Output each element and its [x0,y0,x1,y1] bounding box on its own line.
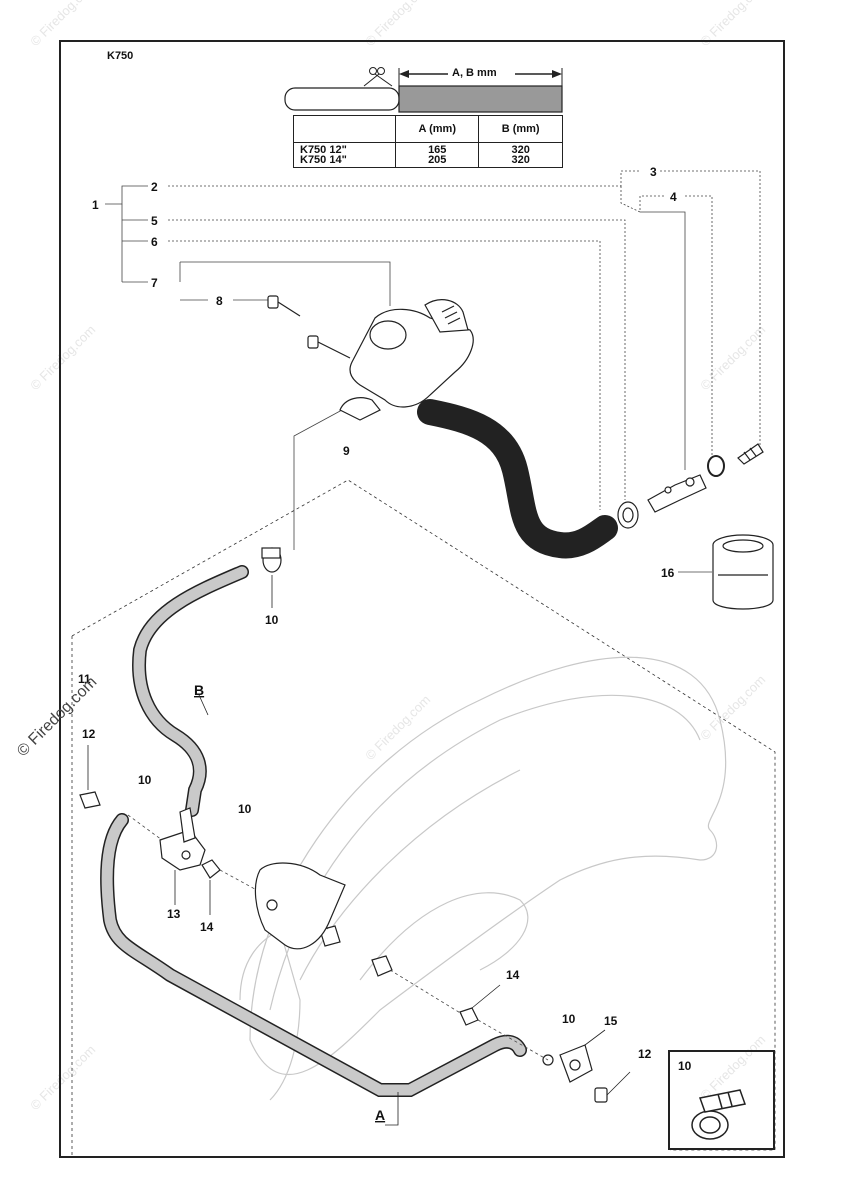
callout-14: 14 [200,920,214,934]
callout-8: 8 [216,294,223,308]
hose-nut-part-5 [617,501,639,529]
leader-lines [105,170,761,573]
callout-10: 10 [678,1059,692,1073]
table-header-cell: B (mm) [478,115,563,143]
callout-2: 2 [151,180,158,194]
table-cell-model: K750 12" K750 14" [292,142,397,168]
diagram-frame [59,40,785,1158]
model-label: K750 [107,50,134,62]
callout-labels: 1 2 3 4 5 6 7 8 9 10 11 12 10 10 13 14 1… [78,165,692,1123]
callout-10: 10 [238,802,252,816]
o-ring-part-4 [707,455,725,477]
callout-13: 13 [167,907,181,921]
dashed-outline [71,479,776,1151]
guard-nut [319,925,393,977]
table-cell-b: 320 320 [478,142,563,168]
screw-part-8 [267,295,351,359]
callout-12: 12 [638,1047,652,1061]
plug-part-12 [79,745,101,809]
callout-10: 10 [562,1012,576,1026]
value-a: 165 [428,144,447,156]
callout-3: 3 [650,165,657,179]
callout-B: B [194,682,204,698]
table-cell-a: 165 205 [395,142,480,168]
hose-connector-part-16 [712,534,774,610]
clamp-inset-illustration [691,1089,746,1140]
guard-mount [254,862,346,950]
callout-16: 16 [661,566,675,580]
callout-14: 14 [506,968,520,982]
model-name: K750 12" [300,144,347,156]
scissors-icon [363,67,393,87]
callout-9: 9 [343,444,350,458]
callout-A: A [375,1107,385,1123]
table-header-cell: A (mm) [395,115,480,143]
value-b: 320 [511,144,530,156]
dimension-table: A (mm) B (mm) K750 12" K750 14" 165 205 … [292,115,563,168]
table-row: K750 12" K750 14" 165 205 320 320 [292,142,563,168]
nut-part-14 [201,859,501,1026]
value-b: 320 [511,154,530,166]
screw-part-12 [594,1071,631,1103]
table-header-row: A (mm) B (mm) [292,115,563,143]
callout-15: 15 [604,1014,618,1028]
callout-10: 10 [265,613,279,627]
hose-dimension-illustration [284,67,563,113]
value-a: 205 [428,154,447,166]
model-name: K750 14" [300,154,347,166]
callout-7: 7 [151,276,158,290]
water-valve-part-13 [159,807,206,905]
callout-5: 5 [151,214,158,228]
dimension-label: A, B mm [452,67,497,79]
callout-6: 6 [151,235,158,249]
callout-12: 12 [82,727,96,741]
filter-part-2 [737,443,764,465]
coupling-part-3 [647,474,707,513]
callout-1: 1 [92,198,99,212]
callout-4: 4 [670,190,677,204]
callout-10: 10 [138,773,152,787]
clamp-inset-box [668,1050,775,1150]
water-hose-part-11 [132,565,249,817]
hose-clamp-part-10 [261,547,282,608]
coupling-part-15 [542,1029,606,1083]
water-tap-part-7 [339,299,474,421]
callout-11: 11 [78,672,91,686]
